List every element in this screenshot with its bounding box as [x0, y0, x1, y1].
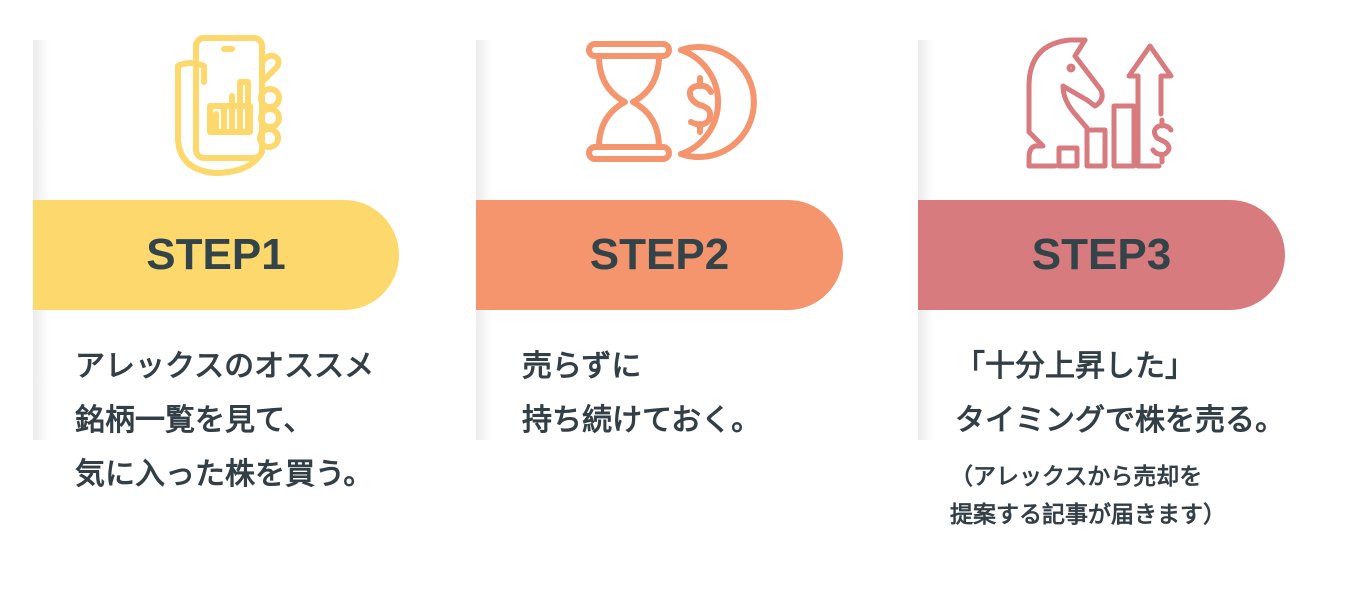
step-1-description: アレックスのオススメ 銘柄一覧を見て、 気に入った株を買う。 — [75, 349, 375, 492]
step-3-band: STEP3 — [918, 200, 1285, 310]
step-1-band: STEP1 — [33, 200, 399, 310]
hourglass-coin-icon — [586, 41, 757, 162]
step-1: STEP1 アレックスのオススメ 銘柄一覧を見て、 気に入った株を買う。 — [0, 0, 450, 601]
step-3: STEP3 「十分上昇した」 タイミングで株を売る。 （アレックスから売却を 提… — [900, 0, 1363, 601]
step-3-label: STEP3 — [1031, 230, 1172, 279]
step-2-band: STEP2 — [476, 200, 843, 310]
hand-smartphone-chart-icon — [175, 35, 282, 176]
step-1-label: STEP1 — [146, 230, 286, 279]
step-2-label: STEP2 — [589, 230, 730, 279]
step-3-description: 「十分上昇した」 タイミングで株を売る。 — [955, 349, 1285, 438]
chess-knight-growth-icon — [1026, 37, 1174, 169]
step-2: STEP2 売らずに 持ち続けておく。 — [450, 0, 900, 601]
step-3-note: （アレックスから売却を 提案する記事が届きます） — [950, 464, 1226, 528]
step-2-description: 売らずに 持ち続けておく。 — [522, 349, 762, 438]
